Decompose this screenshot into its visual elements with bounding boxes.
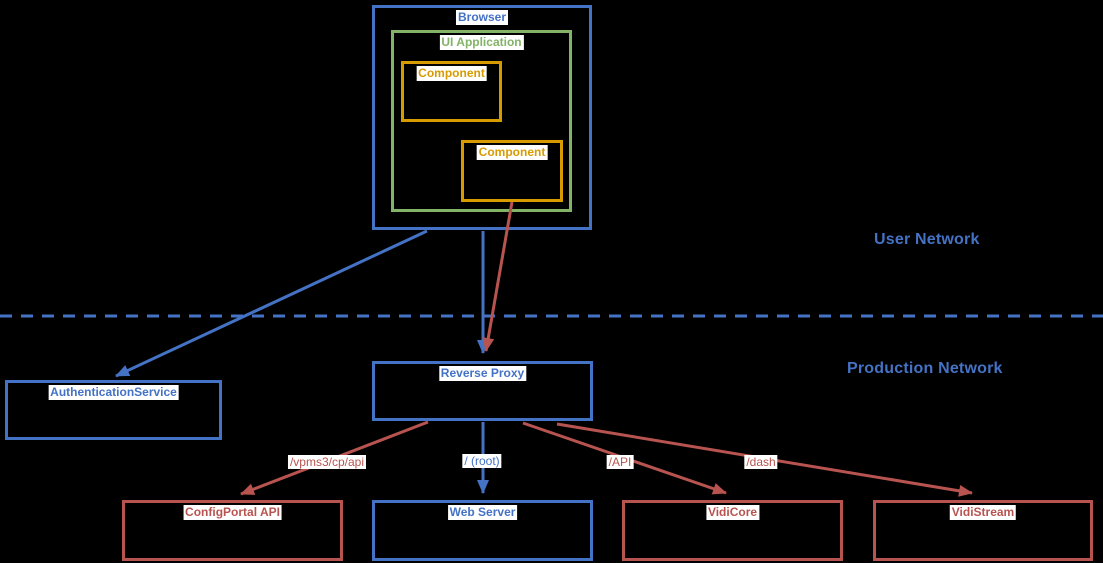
ui-application-label: UI Application xyxy=(439,35,524,50)
authentication-service-box: AuthenticationService xyxy=(5,380,222,440)
ui-application-box: UI Application xyxy=(391,30,572,212)
authentication-service-label: AuthenticationService xyxy=(48,385,179,400)
edge-label-root: / (root) xyxy=(462,454,502,468)
edge-browser-to-authentication-service xyxy=(115,229,428,378)
edge-label-api: /API xyxy=(606,455,634,469)
edge-label-dash: /dash xyxy=(744,455,778,469)
configportal-api-box: ConfigPortal API xyxy=(122,500,343,561)
reverse-proxy-label: Reverse Proxy xyxy=(438,366,527,381)
production-network-zone-label: Production Network xyxy=(847,360,1003,377)
component-b-box: Component xyxy=(461,140,563,202)
component-a-box: Component xyxy=(401,61,502,122)
web-server-label: Web Server xyxy=(447,505,518,520)
browser-label: Browser xyxy=(455,10,509,25)
component-a-label: Component xyxy=(416,66,487,81)
user-network-zone-label: User Network xyxy=(874,231,980,248)
reverse-proxy-box: Reverse Proxy xyxy=(372,361,593,421)
component-b-label: Component xyxy=(476,145,548,160)
configportal-api-label: ConfigPortal API xyxy=(183,505,282,520)
vidistream-label: VidiStream xyxy=(949,505,1017,520)
vidicore-label: VidiCore xyxy=(705,505,760,520)
web-server-box: Web Server xyxy=(372,500,593,561)
vidistream-box: VidiStream xyxy=(873,500,1093,561)
edge-label-vpms3-cp-api: /vpms3/cp/api xyxy=(287,455,367,469)
vidicore-box: VidiCore xyxy=(622,500,843,561)
browser-box: Browser xyxy=(372,5,592,230)
